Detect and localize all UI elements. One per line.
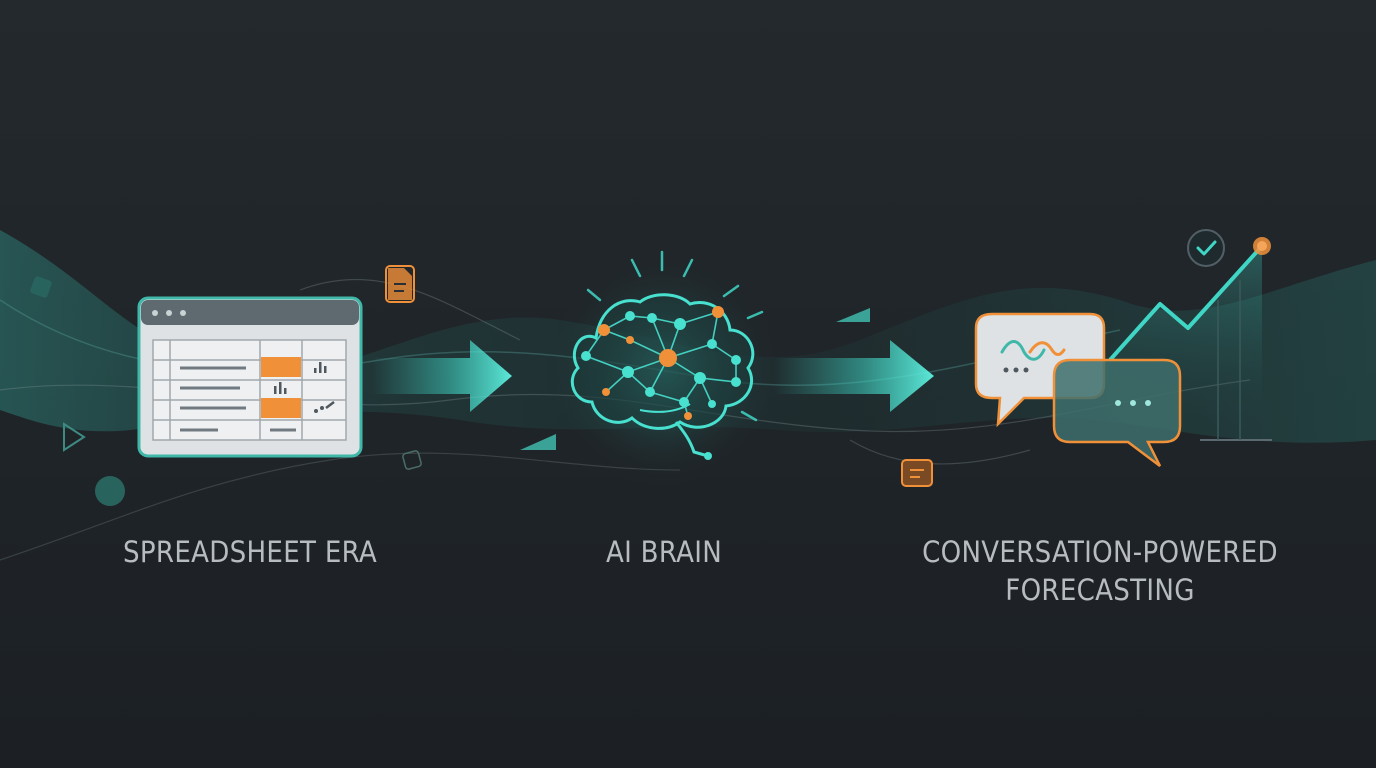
document-badge-icon (385, 265, 415, 303)
message-badge-icon (901, 459, 933, 487)
stage-label-line: CONVERSATION-POWERED (922, 535, 1278, 569)
stage-label-line: FORECASTING (1005, 573, 1195, 607)
spreadsheet-window-icon (137, 296, 363, 458)
chat-bubbles-icon (974, 312, 1182, 467)
arrow-right-icon (774, 340, 934, 412)
stage-label-spreadsheet-era: SPREADSHEET ERA (123, 535, 377, 569)
stage-label-ai-brain: AI BRAIN (605, 535, 723, 569)
play-triangle-icon (63, 422, 86, 452)
decorations (30, 276, 870, 506)
decor-circle-icon (95, 476, 125, 506)
neural-brain-icon (546, 250, 782, 488)
check-badge-icon (1187, 229, 1225, 267)
arrow-right-icon (372, 340, 512, 412)
stage-label-forecasting: CONVERSATION-POWERED FORECASTING (920, 533, 1280, 609)
